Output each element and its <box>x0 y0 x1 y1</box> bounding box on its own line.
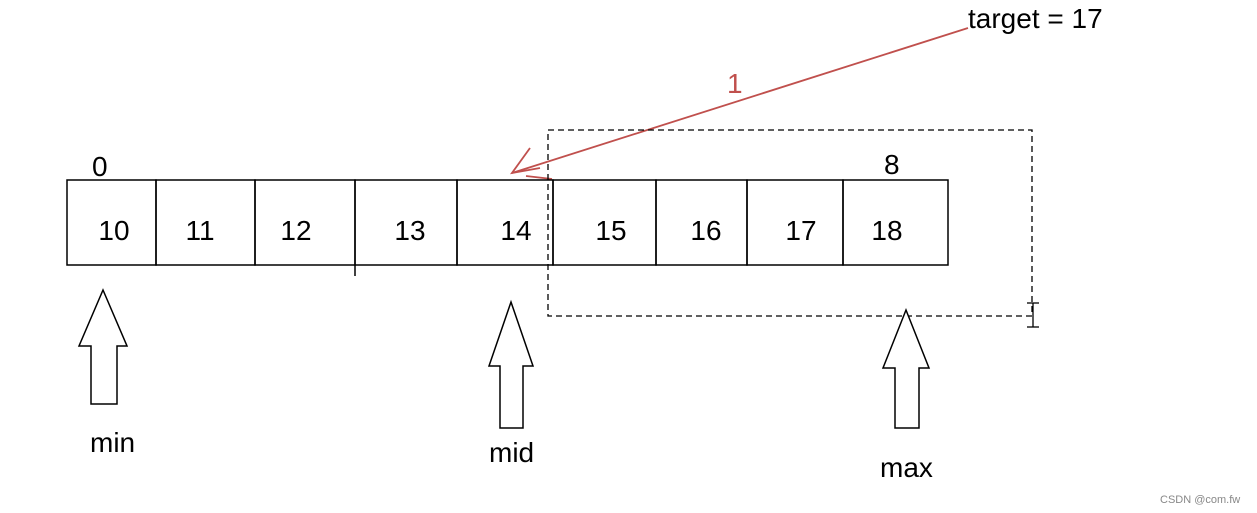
search-step-label: 1 <box>727 68 743 99</box>
array-cell-value: 11 <box>185 215 214 246</box>
array-cell-value: 12 <box>280 215 311 246</box>
start-index-label: 0 <box>92 151 108 182</box>
mid-pointer-arrow <box>487 299 535 429</box>
max-pointer-arrow <box>881 307 931 429</box>
array-cell-8 <box>842 179 949 266</box>
cursor-ibeam-icon <box>1027 302 1039 328</box>
mid-label: mid <box>489 437 534 468</box>
search-pointer-arrowhead <box>509 147 541 175</box>
array-cell-value: 17 <box>785 215 816 246</box>
array-cell-value: 18 <box>871 215 902 246</box>
array-cell-value: 13 <box>394 215 425 246</box>
end-index-label: 8 <box>884 149 900 180</box>
array-cell-value: 14 <box>500 215 531 246</box>
target-label: target = 17 <box>968 3 1103 34</box>
array-cells: 10 11 12 13 14 15 16 17 18 <box>66 179 949 276</box>
search-range-box <box>547 129 1033 317</box>
array-cell-value: 10 <box>98 215 129 246</box>
array-cell-value: 16 <box>690 215 721 246</box>
min-pointer-arrow <box>77 288 129 405</box>
array-cell-value: 15 <box>595 215 626 246</box>
min-label: min <box>90 427 135 458</box>
watermark: CSDN @com.fw <box>1160 494 1240 506</box>
max-label: max <box>880 452 933 483</box>
search-pointer-line <box>511 27 969 174</box>
